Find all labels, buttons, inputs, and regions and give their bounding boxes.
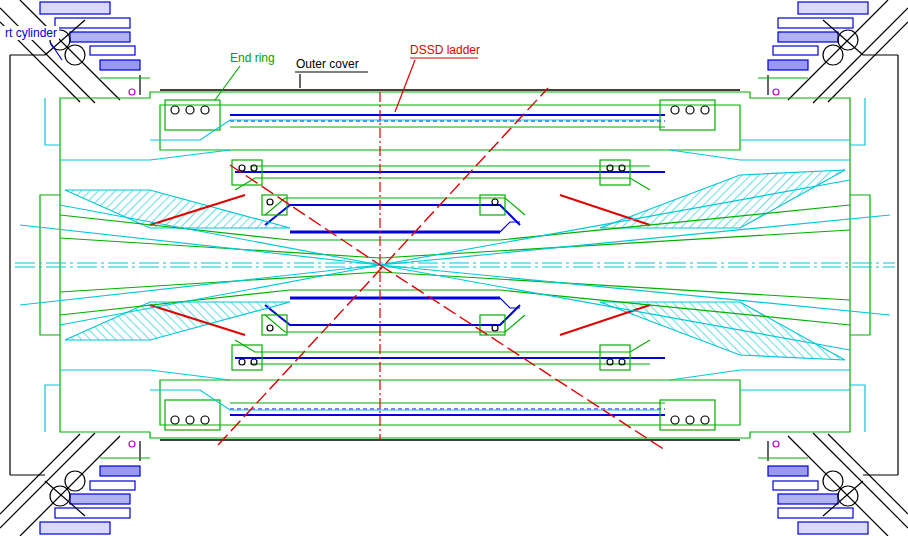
part-label: DSSD ladder [408,43,482,57]
part-label: Outer cover [294,57,361,71]
part-label: End ring [228,51,277,65]
part-label: rt cylinder [3,26,59,40]
